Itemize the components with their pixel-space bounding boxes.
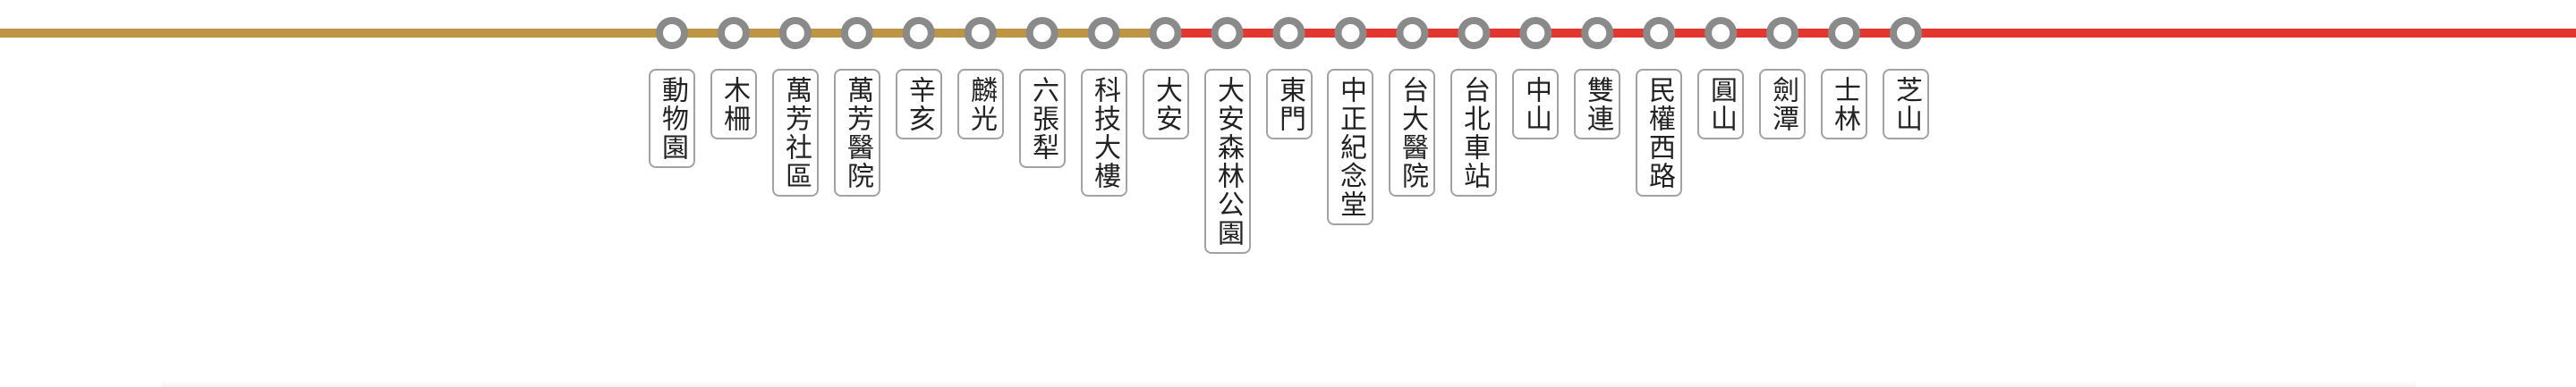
station-name: 劍潭 [1767,76,1798,133]
station-name: 木柵 [718,76,750,133]
station-label-zhishan[interactable]: 芝山 [1883,69,1929,139]
station-name: 動物園 [657,76,688,162]
station-marker-muzha[interactable] [717,17,750,49]
station-marker-shuanglian[interactable] [1581,17,1614,49]
station-label-xinhai[interactable]: 辛亥 [896,69,942,139]
station-label-daan-park[interactable]: 大安森林公園 [1204,69,1251,254]
station-label-zoo[interactable]: 動物園 [649,69,695,168]
station-name: 麟光 [965,76,997,133]
station-marker-daan-park[interactable] [1211,17,1244,49]
station-marker-dongmen[interactable] [1272,17,1305,49]
station-label-technology-building[interactable]: 科技大樓 [1081,69,1127,197]
station-name: 科技大樓 [1089,76,1120,190]
station-label-dongmen[interactable]: 東門 [1266,69,1313,139]
station-label-daan[interactable]: 大安 [1143,69,1189,139]
station-marker-xinhai[interactable] [902,17,935,49]
station-name: 中山 [1520,76,1552,133]
station-marker-cks-memorial-hall[interactable] [1334,17,1367,49]
station-name: 圓山 [1705,76,1737,133]
line-segment-1 [1165,29,2576,38]
station-marker-jiantan[interactable] [1766,17,1799,49]
station-label-jiantan[interactable]: 劍潭 [1759,69,1806,139]
station-name: 民權西路 [1644,76,1675,190]
station-name: 辛亥 [904,76,935,133]
station-label-ntu-hospital[interactable]: 台大醫院 [1389,69,1435,197]
station-label-minquan-w-rd[interactable]: 民權西路 [1636,69,1682,197]
station-label-yuanshan[interactable]: 圓山 [1697,69,1744,139]
station-label-taipei-main-station[interactable]: 台北車站 [1450,69,1497,197]
station-name: 萬芳醫院 [842,76,873,190]
station-marker-zhongshan[interactable] [1519,17,1552,49]
station-name: 雙連 [1582,76,1613,133]
station-marker-linguang[interactable] [964,17,997,49]
station-name: 東門 [1274,76,1305,133]
station-name: 台大醫院 [1397,76,1428,190]
station-label-liuzhangli[interactable]: 六張犁 [1019,69,1066,168]
station-marker-zoo[interactable] [656,17,688,49]
station-marker-wanfang-hospital[interactable] [840,17,873,49]
line-segment-0 [0,29,1166,38]
station-label-cks-memorial-hall[interactable]: 中正紀念堂 [1327,69,1373,225]
station-name: 萬芳社區 [780,76,812,190]
station-marker-minquan-w-rd[interactable] [1643,17,1676,49]
station-name: 大安森林公園 [1212,76,1244,248]
station-marker-wanfang-community[interactable] [778,17,812,49]
station-label-muzha[interactable]: 木柵 [710,69,757,139]
station-name: 中正紀念堂 [1335,76,1366,219]
station-label-shilin[interactable]: 士林 [1821,69,1867,139]
station-name: 大安 [1151,76,1182,133]
station-name: 台北車站 [1458,76,1490,190]
station-marker-shilin[interactable] [1828,17,1861,49]
station-marker-technology-building[interactable] [1087,17,1120,49]
station-name: 士林 [1829,76,1860,133]
station-label-zhongshan[interactable]: 中山 [1512,69,1559,139]
station-marker-liuzhangli[interactable] [1025,17,1058,49]
station-label-wanfang-hospital[interactable]: 萬芳醫院 [834,69,880,197]
station-label-shuanglian[interactable]: 雙連 [1574,69,1620,139]
station-label-wanfang-community[interactable]: 萬芳社區 [772,69,819,197]
bottom-shadow-divider [161,381,2416,387]
station-label-linguang[interactable]: 麟光 [957,69,1004,139]
station-marker-yuanshan[interactable] [1705,17,1738,49]
station-marker-daan[interactable] [1149,17,1182,49]
station-marker-zhishan[interactable] [1890,17,1922,49]
station-name: 芝山 [1891,76,1922,133]
station-marker-ntu-hospital[interactable] [1396,17,1429,49]
station-name: 六張犁 [1027,76,1058,162]
station-marker-taipei-main-station[interactable] [1458,17,1491,49]
